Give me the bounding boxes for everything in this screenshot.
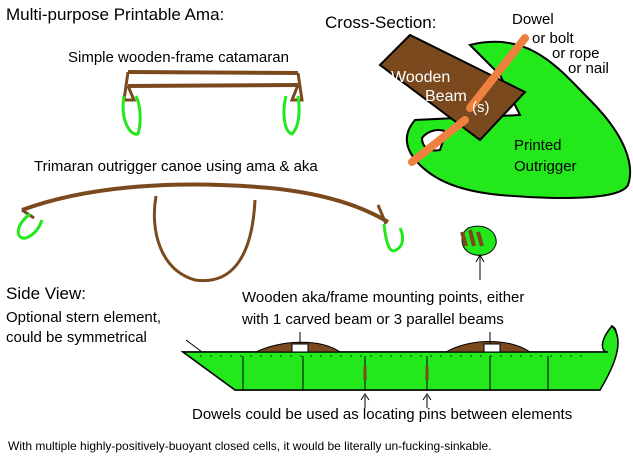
stern-label-1: Optional stern element, (6, 309, 161, 326)
outrigger-label-1: Printed (514, 137, 562, 154)
dowels-pins-label: Dowels could be used as locating pins be… (192, 406, 572, 423)
footer-note: With multiple highly-positively-buoyant … (8, 439, 492, 453)
catamaran-sketch (121, 70, 304, 136)
trimaran-sketch (16, 182, 405, 283)
cross-section-sketch (378, 33, 632, 199)
side-view-hull (180, 324, 619, 391)
title-label: Multi-purpose Printable Ama: (6, 5, 224, 24)
beam-label-2: Beam (425, 88, 467, 105)
dowel-label-1: Dowel (512, 11, 554, 28)
dowel-label-2: or bolt (532, 30, 575, 47)
pointer-arrows (185, 332, 491, 408)
dowel-label-4: or nail (568, 60, 609, 77)
mounting-clip-sketch (460, 225, 497, 280)
trimaran-label: Trimaran outrigger canoe using ama & aka (34, 158, 318, 175)
cross-section-label: Cross-Section: (325, 13, 436, 32)
stern-label-2: could be symmetrical (6, 329, 147, 346)
dowel-label-3: or rope (552, 45, 600, 62)
outrigger-label-2: Outrigger (514, 158, 577, 175)
catamaran-label: Simple wooden-frame catamaran (68, 49, 289, 66)
beam-label-1: Wooden (391, 69, 450, 86)
side-view-label: Side View: (6, 284, 86, 303)
beam-label-3: (s) (472, 99, 490, 116)
mount-label-2: with 1 carved beam or 3 parallel beams (241, 311, 504, 328)
mount-label-1: Wooden aka/frame mounting points, either (242, 289, 524, 306)
